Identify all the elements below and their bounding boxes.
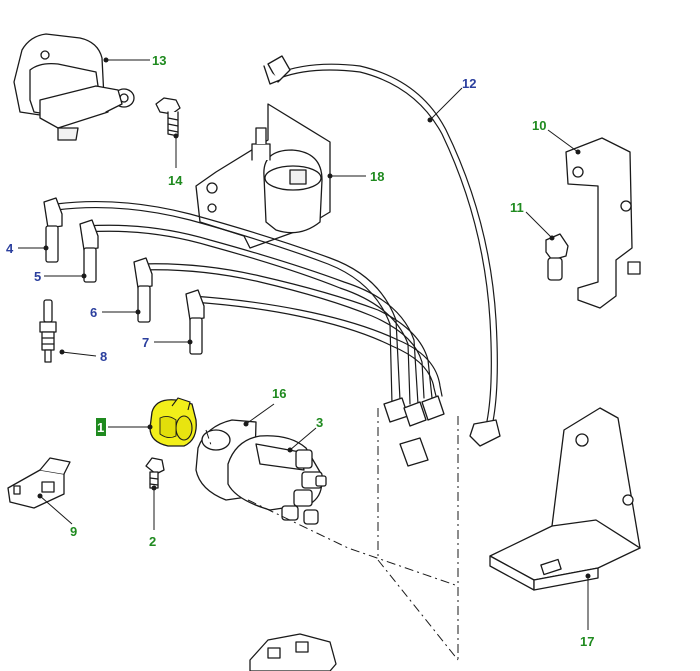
assembly-centerlines [205, 408, 459, 661]
callout-13[interactable]: 13 [152, 53, 166, 68]
part-17-mounting-bracket[interactable] [489, 407, 641, 591]
part-8-spark-plug[interactable] [39, 299, 57, 363]
part-3-distributor-rotor[interactable] [227, 435, 327, 525]
callout-7[interactable]: 7 [142, 335, 149, 350]
callout-5[interactable]: 5 [34, 269, 41, 284]
part-14-bolt[interactable] [155, 97, 181, 137]
callout-1-box[interactable]: 1 [96, 418, 106, 436]
part-1-clip-highlighted[interactable] [149, 397, 197, 447]
part-6-ht-lead[interactable] [133, 257, 153, 323]
callout-labels: 13 14 18 12 10 11 4 5 6 7 8 1 2 16 3 9 1… [6, 53, 594, 649]
part-11-sensor[interactable] [545, 233, 569, 281]
callout-6[interactable]: 6 [90, 305, 97, 320]
ht-lead-boots [383, 395, 445, 467]
part-13-coil-pack[interactable] [13, 33, 135, 141]
callout-1: 1 [97, 420, 104, 435]
callout-3[interactable]: 3 [316, 415, 323, 430]
callout-11[interactable]: 11 [510, 200, 524, 215]
part-4-ht-lead[interactable] [43, 197, 63, 263]
callout-8[interactable]: 8 [100, 349, 107, 364]
part-9-connector[interactable] [7, 457, 71, 509]
callout-16[interactable]: 16 [272, 386, 286, 401]
part-5-ht-lead[interactable] [79, 219, 99, 283]
part-10-bracket[interactable] [565, 137, 641, 309]
callout-2[interactable]: 2 [149, 534, 156, 549]
callout-9[interactable]: 9 [70, 524, 77, 539]
callout-18[interactable]: 18 [370, 169, 384, 184]
callout-10[interactable]: 10 [532, 118, 546, 133]
callout-4[interactable]: 4 [6, 241, 14, 256]
callout-14[interactable]: 14 [168, 173, 183, 188]
part-7-ht-lead[interactable] [185, 289, 205, 355]
part-12-coil-ht-lead[interactable] [263, 55, 501, 447]
callout-12[interactable]: 12 [462, 76, 476, 91]
part-2-screw[interactable] [145, 457, 165, 489]
part-18-ignition-coil[interactable] [195, 103, 331, 249]
part-bottom-partial [249, 633, 337, 671]
leader-lines [18, 57, 591, 630]
ht-leads-bundle [55, 200, 443, 405]
callout-17[interactable]: 17 [580, 634, 594, 649]
